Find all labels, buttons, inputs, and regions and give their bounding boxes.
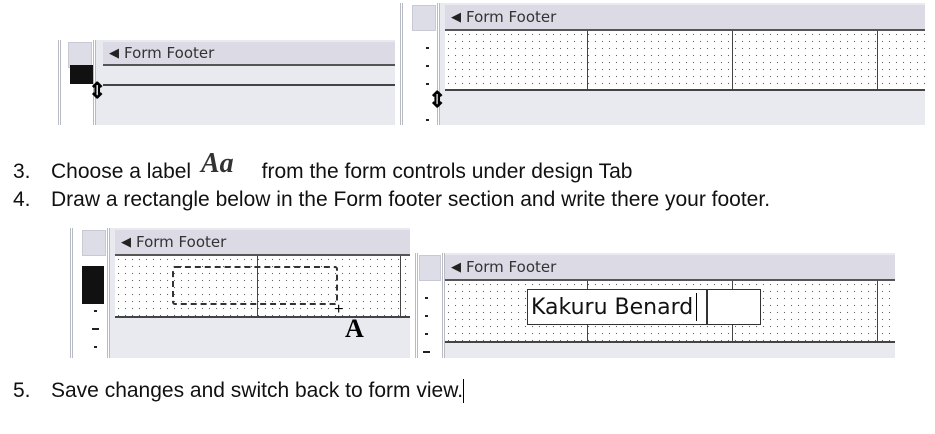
form-footer-header[interactable]: ◀ Form Footer — [445, 5, 925, 31]
grid-divider — [257, 256, 258, 316]
ruler-tick — [426, 119, 429, 121]
step-text: from the form controls under design Tab — [261, 160, 633, 183]
ruler-tick — [94, 310, 97, 312]
section-header-label: Form Footer — [124, 44, 215, 62]
ruler-tick — [92, 328, 99, 330]
ruler-tick — [423, 351, 430, 353]
resize-cursor-icon: ⇕ — [428, 87, 447, 112]
step-5: 5. Save changes and switch back to form v… — [13, 379, 465, 404]
step-number: 3. — [13, 160, 31, 183]
ruler-selection — [82, 266, 104, 304]
ruler-corner — [68, 42, 92, 68]
ruler-corner — [82, 230, 106, 256]
label-cursor-glyph: A — [345, 314, 364, 343]
step-3: 3. Choose a label Aa from the form control… — [13, 148, 633, 186]
screenshot-footer-label: ◀ Form Footer Kakuru Benard — [415, 253, 895, 358]
ruler-tick — [425, 297, 428, 299]
footer-design-grid[interactable]: Kakuru Benard — [445, 281, 895, 343]
grid-divider — [400, 256, 401, 316]
ruler-tick — [425, 333, 428, 335]
label-extension-box — [707, 289, 761, 325]
step-number: 5. — [13, 379, 31, 402]
section-header-label: Form Footer — [136, 233, 227, 251]
section-header-label: Form Footer — [466, 8, 557, 26]
ruler-tick — [425, 315, 428, 317]
text-cursor — [463, 379, 465, 404]
section-arrow-icon: ◀ — [109, 45, 119, 61]
screenshot-draw-rectangle: ◀ Form Footer + A — [70, 228, 410, 358]
step-text: Save changes and switch back to form vie… — [51, 379, 464, 402]
crosshair-cursor-icon: + — [334, 301, 344, 318]
footer-design-grid[interactable] — [445, 31, 925, 91]
form-footer-header[interactable]: ◀ Form Footer — [103, 42, 395, 66]
step-4: 4. Draw a rectangle below in the Form foo… — [13, 188, 770, 212]
grid-divider — [732, 31, 733, 89]
ruler-tick — [426, 83, 429, 85]
step-number: 4. — [13, 188, 31, 211]
grid-divider — [587, 31, 588, 89]
footer-design-grid[interactable] — [115, 256, 410, 318]
ruler-selection — [70, 65, 93, 84]
footer-label[interactable]: Kakuru Benard — [527, 289, 707, 325]
section-arrow-icon: ◀ — [451, 259, 461, 275]
screenshot-footer-resize-2: ◀ Form Footer ⇕ — [400, 3, 925, 125]
step-text: Choose a label — [51, 160, 192, 183]
drawn-rectangle[interactable] — [172, 266, 338, 305]
screenshot-footer-resize-1: ◀ Form Footer ⇕ — [58, 40, 395, 125]
ruler-tick — [426, 65, 429, 67]
text-caret — [696, 293, 698, 321]
ruler-tick — [94, 346, 97, 348]
resize-cursor-icon: ⇕ — [88, 78, 107, 103]
section-arrow-icon: ◀ — [451, 9, 461, 25]
grid-divider — [877, 281, 878, 341]
section-header-label: Form Footer — [466, 258, 557, 276]
form-footer-header[interactable]: ◀ Form Footer — [445, 255, 895, 281]
footer-label-text: Kakuru Benard — [531, 294, 694, 320]
section-arrow-icon: ◀ — [121, 234, 131, 250]
section-divider — [103, 84, 395, 86]
form-footer-header[interactable]: ◀ Form Footer — [115, 230, 410, 256]
grid-divider — [877, 31, 878, 89]
step-text: Draw a rectangle below in the Form foote… — [51, 188, 771, 211]
label-control-icon: Aa — [200, 148, 234, 179]
ruler-corner — [412, 5, 436, 31]
ruler-corner — [419, 255, 441, 281]
ruler-tick — [426, 47, 429, 49]
